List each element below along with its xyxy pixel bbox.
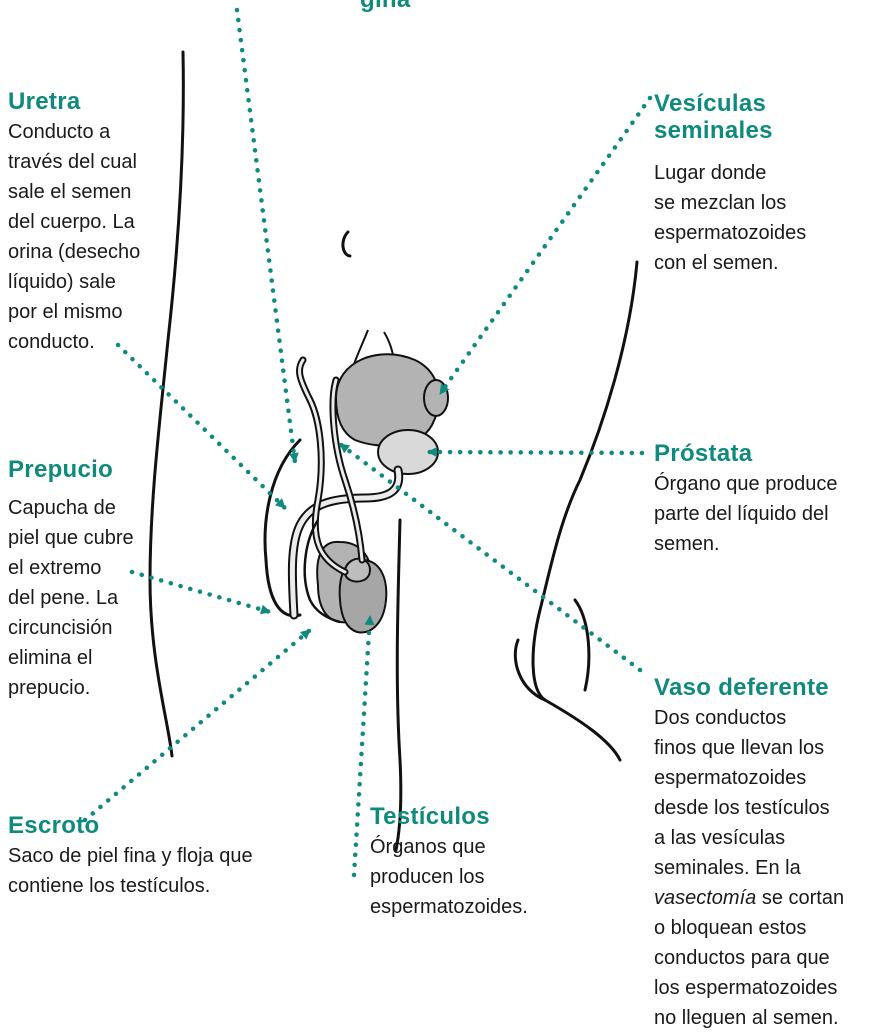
leader-vaso <box>337 441 643 673</box>
anatomy-diagram <box>82 7 653 878</box>
escroto-title: Escroto <box>8 812 100 839</box>
leader-vesiculas <box>437 95 653 397</box>
label-uretra: Uretra Conducto a través del cual sale e… <box>8 88 188 357</box>
escroto-description: Saco de piel fina y floja que contiene l… <box>8 845 253 897</box>
label-escroto: Escroto Saco de piel fina y floja que co… <box>8 812 308 901</box>
vesiculas-title: Vesículas seminales <box>654 90 773 144</box>
leader-testiculos <box>351 613 375 878</box>
leader-top <box>234 7 299 465</box>
organs <box>287 329 449 634</box>
label-prepucio: Prepucio Capucha de piel que cubre el ex… <box>8 456 168 703</box>
leader-prepucio <box>129 569 273 615</box>
prepucio-title: Prepucio <box>8 456 114 483</box>
uretra-description: Conducto a través del cual sale el semen… <box>8 121 141 353</box>
body-outline <box>148 50 639 852</box>
label-prostata: Próstata Órgano que produce parte del lí… <box>654 440 866 559</box>
label-testiculos: Testículos Órganos que producen los espe… <box>370 803 570 922</box>
vaso-title: Vaso deferente <box>654 674 829 701</box>
testiculos-title: Testículos <box>370 803 490 830</box>
top-partial-title: gina <box>360 0 411 13</box>
prepucio-description: Capucha de piel que cubre el extremo del… <box>8 497 134 699</box>
leader-uretra <box>115 342 288 511</box>
label-vesiculas-seminales: Vesículas seminales Lugar donde se mezcl… <box>654 90 854 278</box>
leader-escroto <box>82 627 313 823</box>
vasectomia-term: vasectomía <box>654 887 757 909</box>
prostata-description: Órgano que produce parte del líquido del… <box>654 473 838 555</box>
leader-lines <box>82 7 653 878</box>
label-vaso-deferente: Vaso deferente Dos conductos finos que l… <box>654 674 866 1033</box>
testiculos-description: Órganos que producen los espermatozoides… <box>370 836 528 918</box>
vesiculas-description: Lugar donde se mezclan los espermatozoid… <box>654 162 807 274</box>
vaso-description: Dos conductos finos que llevan los esper… <box>654 707 845 1029</box>
prostata-title: Próstata <box>654 440 753 467</box>
uretra-title: Uretra <box>8 88 81 115</box>
leader-prostata <box>425 447 645 458</box>
